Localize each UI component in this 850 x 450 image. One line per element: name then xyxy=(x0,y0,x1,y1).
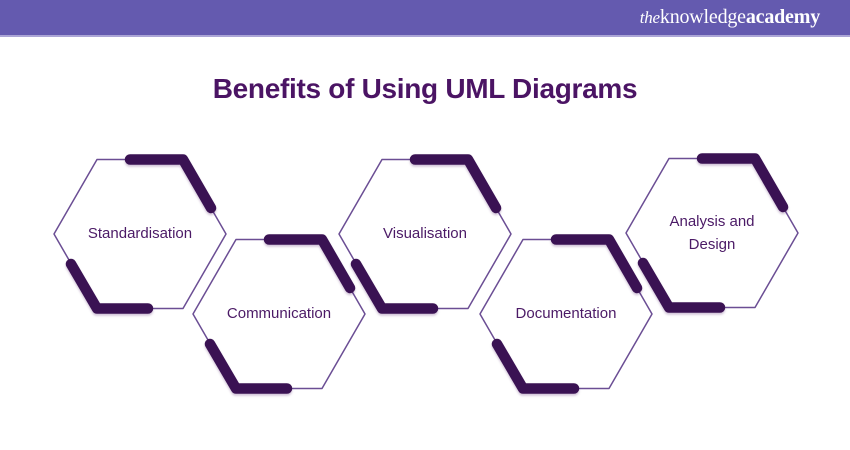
hexagon-accent-bottom-left xyxy=(491,338,580,394)
hexagon-shape xyxy=(53,154,227,314)
hexagon-label: Standardisation xyxy=(87,225,193,243)
hexagon-accent-top-right xyxy=(263,234,356,294)
hexagon-accent-top-right xyxy=(550,234,643,294)
brand-logo-the: the xyxy=(639,8,660,27)
hexagon-label: Communication xyxy=(226,305,332,323)
hexagon-shape xyxy=(625,153,799,313)
hexagon-label: Documentation xyxy=(515,305,617,323)
hexagon-accent-bottom-left xyxy=(350,258,439,314)
hexagon-documentation: Documentation xyxy=(478,234,654,394)
page-title: Benefits of Using UML Diagrams xyxy=(212,73,638,104)
hexagon-analysis-and-design: Analysis and Design xyxy=(624,153,800,313)
hexagon-shape xyxy=(192,234,366,394)
hexagon-shape xyxy=(338,154,512,314)
hexagon-accent-top-right xyxy=(124,154,217,214)
hexagon-shape xyxy=(479,234,653,394)
hexagon-label: Visualisation xyxy=(383,225,467,243)
hexagon-accent-bottom-left xyxy=(204,338,293,394)
brand-logo: theknowledgeacademy xyxy=(640,0,820,35)
hexagon-visualisation: Visualisation xyxy=(337,154,513,314)
hexagon-communication: Communication xyxy=(191,234,367,394)
hexagon-accent-bottom-left xyxy=(637,257,726,313)
brand-logo-academy: academy xyxy=(745,6,820,28)
hexagon-accent-bottom-left xyxy=(65,258,154,314)
hexagon-accent-top-right xyxy=(409,154,502,214)
hexagon-accent-top-right xyxy=(696,153,789,213)
header-bar: theknowledgeacademy xyxy=(0,0,850,37)
brand-logo-knowledge: knowledge xyxy=(659,6,746,28)
hexagon-label: Analysis and Design xyxy=(669,212,755,253)
hexagon-standardisation: Standardisation xyxy=(52,154,228,314)
